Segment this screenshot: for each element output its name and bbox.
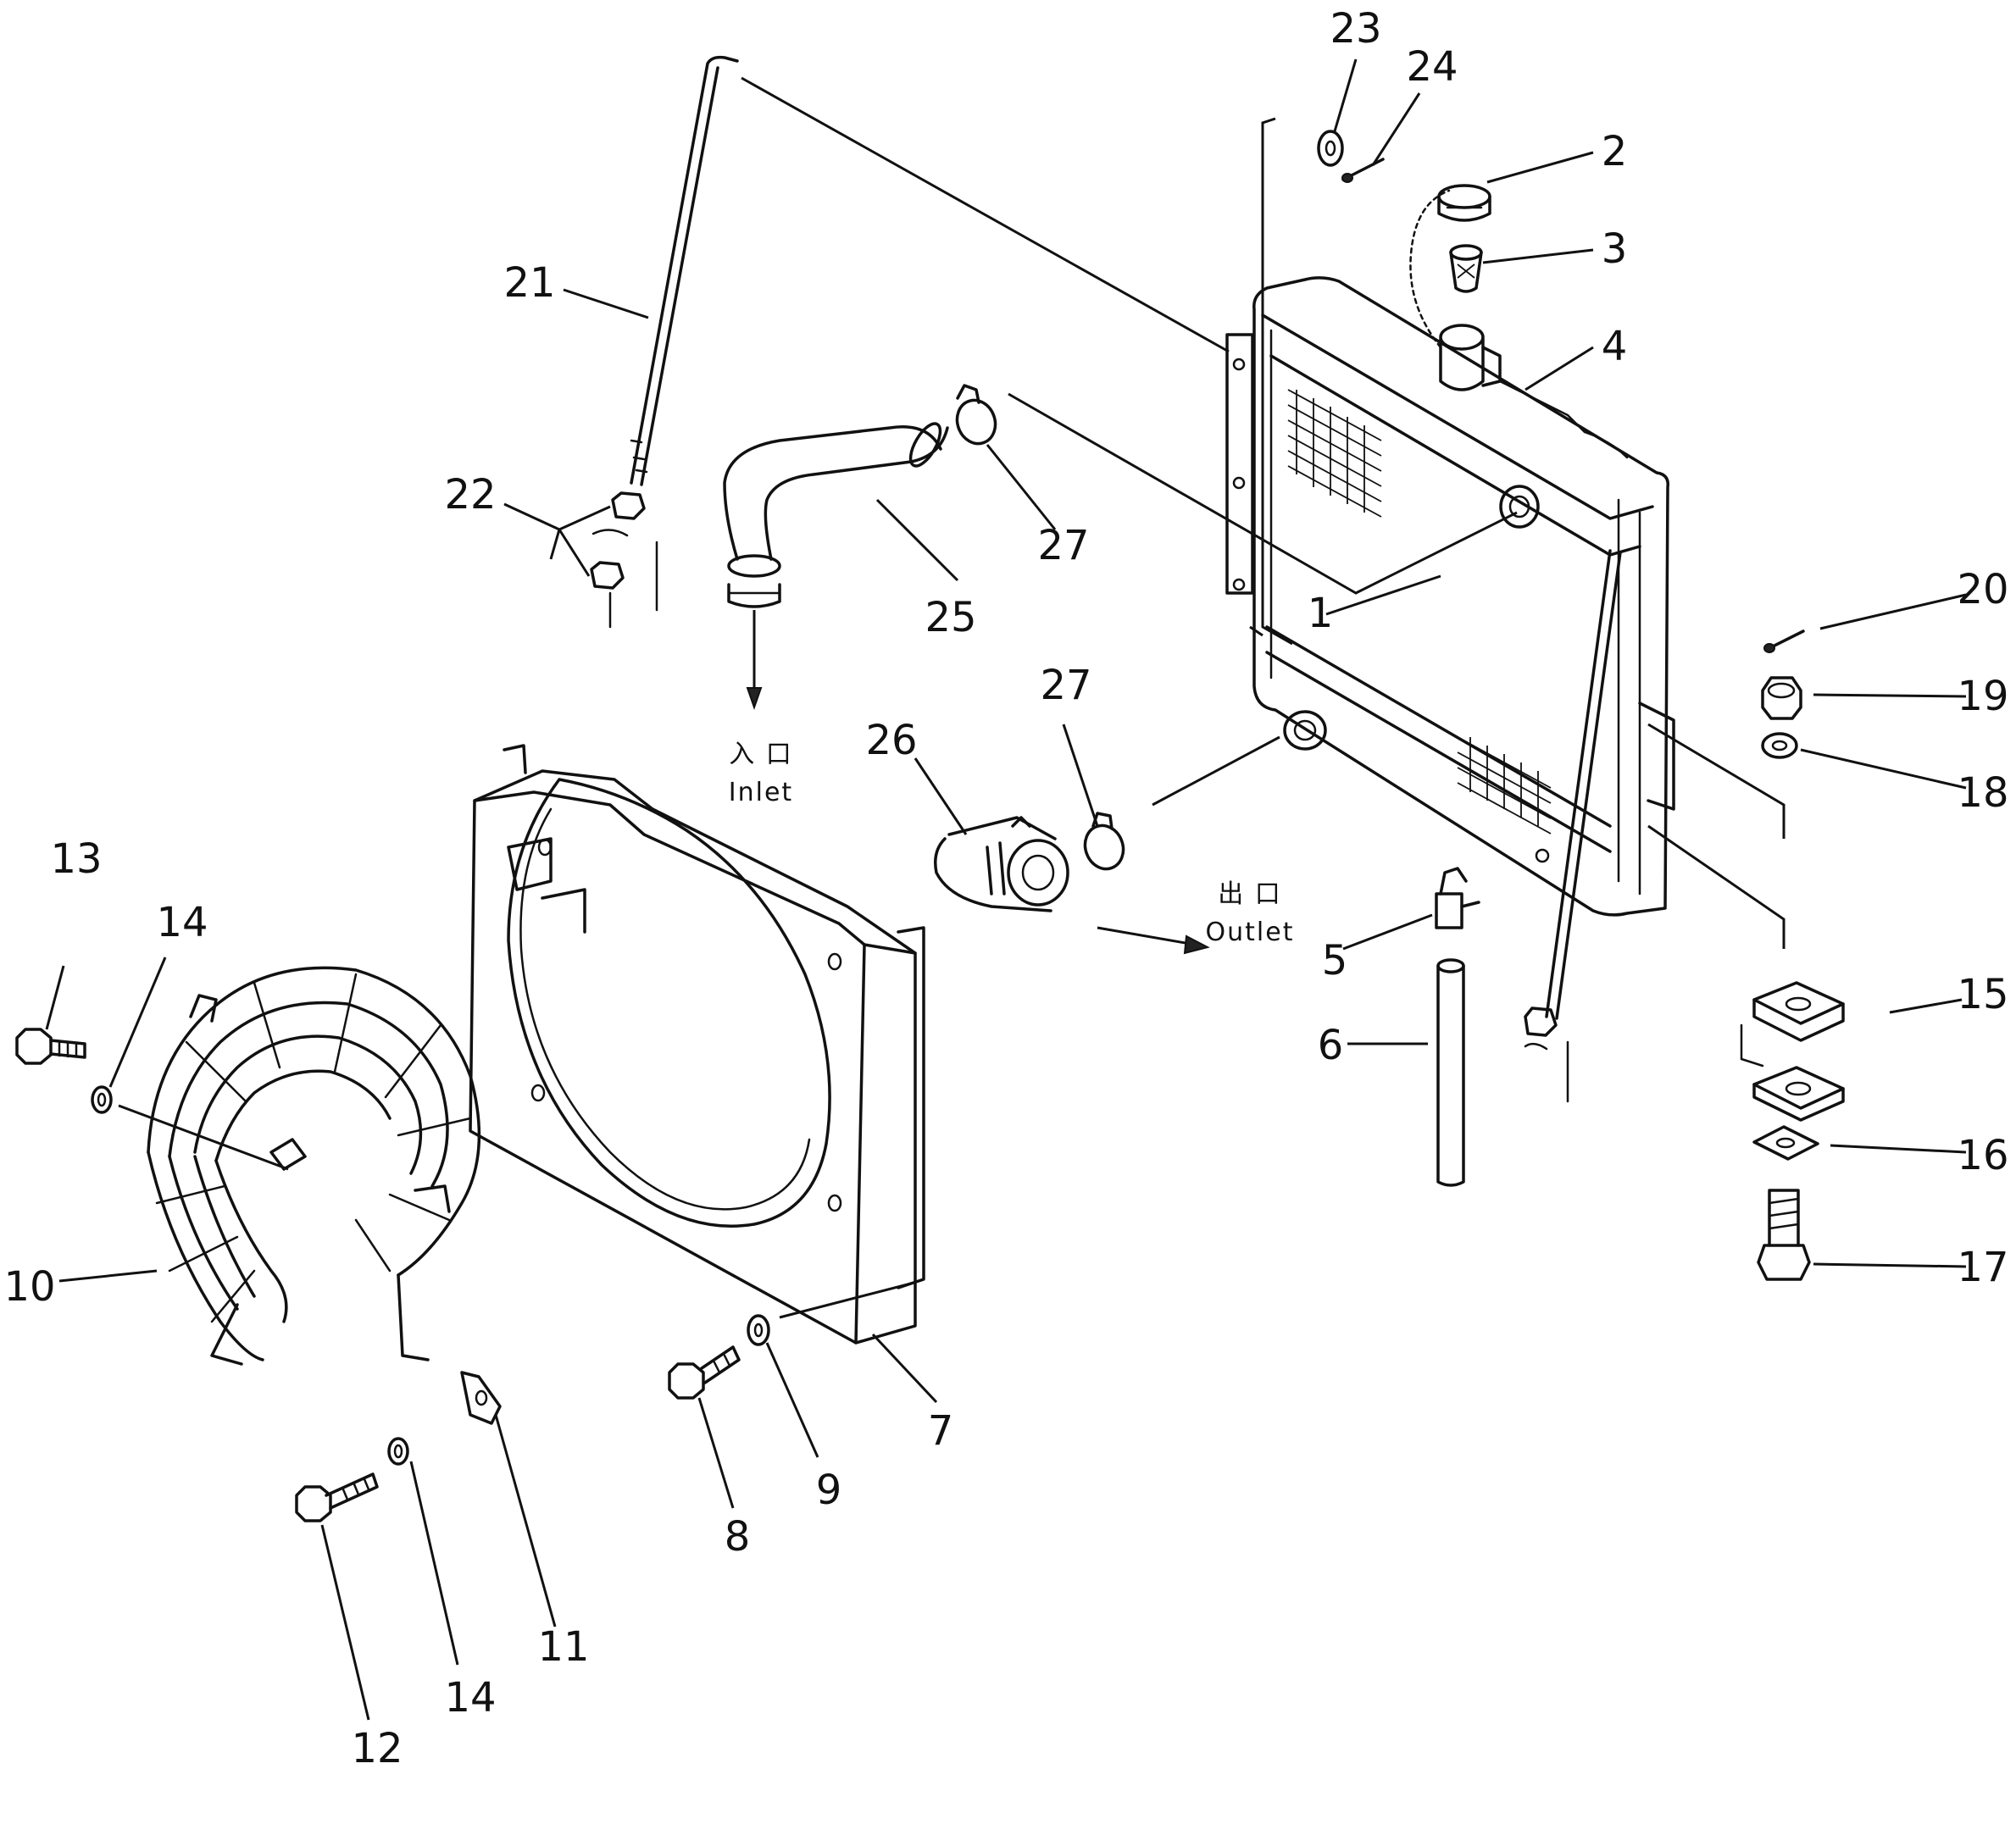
- callout-12: 12: [351, 1725, 403, 1772]
- guard-bracket: [460, 1371, 502, 1425]
- callout-10: 10: [3, 1263, 55, 1311]
- callout-14-lower: 14: [444, 1674, 496, 1722]
- callout-26: 26: [865, 717, 917, 764]
- mount-washer: [1761, 732, 1798, 759]
- callout-4: 4: [1602, 323, 1628, 370]
- mount-nut: [1761, 676, 1802, 720]
- radiator-stay-rod: [1524, 549, 1622, 1103]
- callout-20: 20: [1957, 566, 2008, 613]
- callout-1: 1: [1308, 590, 1334, 637]
- radiator-cap: [1437, 184, 1491, 222]
- stay-pin: [1341, 158, 1385, 183]
- callout-27-lower: 27: [1040, 662, 1091, 709]
- mount-bolt: [1757, 1189, 1811, 1281]
- inlet-arrow: [746, 610, 763, 711]
- core-fins-lower: [1457, 736, 1552, 835]
- callout-leaders: [45, 58, 1967, 1721]
- mount-cushion-upper: [1752, 981, 1845, 1042]
- mount-cushion-lower: [1752, 1066, 1845, 1122]
- callout-9: 9: [816, 1467, 842, 1514]
- mount-plate: [1752, 1125, 1819, 1161]
- callout-labels: 1 2 3 4 5 6 7 8 9 10 11 12 13 14 14 15 1…: [3, 5, 2008, 1772]
- callout-19: 19: [1957, 673, 2008, 720]
- callout-24: 24: [1406, 43, 1458, 91]
- bolt-8: [668, 1345, 741, 1400]
- washer-14-upper: [91, 1085, 113, 1114]
- callout-3: 3: [1602, 225, 1628, 273]
- radiator-assembly: [1225, 189, 1675, 917]
- stay-nuts: [590, 491, 658, 629]
- callout-6: 6: [1318, 1022, 1344, 1069]
- callout-11: 11: [537, 1623, 589, 1671]
- drain-cock: [1435, 867, 1480, 929]
- callout-21: 21: [503, 259, 555, 307]
- inlet-label-en: Inlet: [729, 778, 793, 807]
- inlet-label-jp: 入 口: [729, 740, 793, 769]
- flow-labels: 入 口 Inlet 出 口 Outlet: [729, 740, 1295, 947]
- callout-17: 17: [1957, 1244, 2008, 1291]
- callout-27-upper: 27: [1037, 522, 1089, 569]
- hose-clamp-lower: [1083, 812, 1125, 871]
- cotter-pin: [1763, 629, 1805, 653]
- washer-14-lower: [387, 1437, 409, 1466]
- stay-washer: [1317, 130, 1344, 167]
- callout-2: 2: [1602, 128, 1628, 175]
- outlet-label-en: Outlet: [1206, 918, 1295, 947]
- drain-tube: [1436, 958, 1465, 1187]
- callout-5: 5: [1322, 937, 1348, 984]
- upper-hose: [723, 422, 949, 608]
- callout-22: 22: [444, 471, 496, 518]
- callout-25: 25: [925, 594, 976, 641]
- core-fins-upper: [1287, 389, 1382, 518]
- hose-clamp-upper: [955, 384, 997, 446]
- outlet-arrow: [1097, 926, 1210, 955]
- callout-18: 18: [1957, 769, 2008, 817]
- callout-23: 23: [1330, 5, 1381, 53]
- outlet-label-jp: 出 口: [1218, 879, 1282, 909]
- fan-shroud: [469, 744, 925, 1345]
- callout-13: 13: [50, 835, 102, 883]
- lower-hose: [934, 816, 1069, 912]
- callout-14-upper: 14: [156, 899, 208, 946]
- washer-9: [747, 1314, 770, 1346]
- fan-guard: [147, 966, 481, 1366]
- stay-rod: [630, 55, 739, 486]
- callout-16: 16: [1957, 1132, 2008, 1179]
- callout-7: 7: [928, 1407, 954, 1455]
- callout-8: 8: [725, 1513, 751, 1561]
- bolt-13: [15, 1028, 86, 1065]
- assembly-lines: [118, 76, 1786, 1319]
- callout-15: 15: [1957, 971, 2008, 1018]
- bolt-12: [295, 1472, 379, 1522]
- filler-strainer: [1449, 244, 1483, 293]
